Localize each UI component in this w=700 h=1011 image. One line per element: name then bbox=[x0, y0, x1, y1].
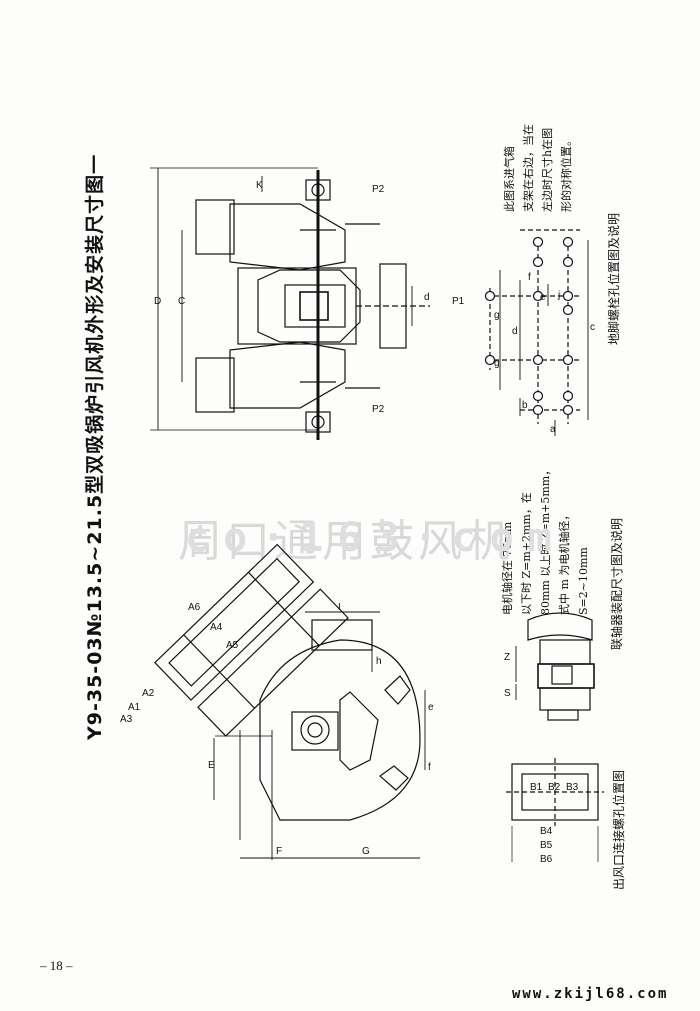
dim-label-d: d bbox=[512, 326, 518, 337]
dim-label-f: f bbox=[428, 762, 431, 773]
dim-label-S: S bbox=[504, 688, 511, 699]
dim-label-G: G bbox=[362, 846, 370, 857]
dim-label-c: c bbox=[590, 322, 595, 333]
dim-label-A2: A2 bbox=[142, 688, 155, 699]
anchor-holes bbox=[484, 236, 574, 416]
dim-label-B3: B3 bbox=[566, 782, 579, 793]
dim-label-B1: B1 bbox=[530, 782, 543, 793]
dim-label-h: h bbox=[376, 656, 382, 667]
dim-label-A4: A4 bbox=[210, 622, 223, 633]
top-view bbox=[150, 167, 430, 440]
dim-label-K: K bbox=[256, 180, 263, 191]
footer-site: www.zkijl68.com bbox=[512, 986, 669, 1002]
dim-label-g: g bbox=[494, 358, 500, 369]
coupling-view bbox=[515, 612, 595, 721]
dim-label-P1: P1 bbox=[452, 296, 465, 307]
dim-label-g: g bbox=[494, 310, 500, 321]
outlet-flange-view bbox=[506, 758, 604, 862]
watermark-url: co·163·com bbox=[185, 515, 566, 561]
side-view bbox=[154, 543, 426, 860]
dim-label-E: E bbox=[208, 760, 215, 771]
dim-label-A5: A5 bbox=[226, 640, 239, 651]
dim-label-a: a bbox=[550, 424, 556, 435]
dim-label-f: f bbox=[528, 272, 531, 283]
dim-label-d: d bbox=[424, 292, 430, 303]
dim-label-F: F bbox=[276, 846, 282, 857]
dim-label-e: e bbox=[540, 292, 546, 303]
dim-label-j: j bbox=[557, 290, 560, 301]
dim-label-B5: B5 bbox=[540, 840, 553, 851]
dim-label-Z: Z bbox=[504, 652, 510, 663]
dim-label-A1: A1 bbox=[128, 702, 141, 713]
watermark-text: 周口通用鼓风机 bbox=[178, 516, 514, 567]
dim-label-P2-top: P2 bbox=[372, 184, 385, 195]
dim-label-A3: A3 bbox=[120, 714, 133, 725]
dim-label-B6: B6 bbox=[540, 854, 553, 865]
dim-label-D: D bbox=[154, 296, 161, 307]
dim-label-B4: B4 bbox=[540, 826, 553, 837]
dim-label-B2: B2 bbox=[548, 782, 561, 793]
dim-label-P2-bottom: P2 bbox=[372, 404, 385, 415]
dim-label-b: b bbox=[522, 400, 528, 411]
dimension-labels: D C K d P1 P2 P2 g g e d f c b a j A1 A2… bbox=[120, 180, 595, 865]
dim-label-C: C bbox=[178, 296, 185, 307]
dim-label-e: e bbox=[428, 702, 434, 713]
dim-label-A6: A6 bbox=[188, 602, 201, 613]
dim-label-I: I bbox=[338, 602, 341, 613]
page-number: – 18 – bbox=[40, 958, 73, 973]
